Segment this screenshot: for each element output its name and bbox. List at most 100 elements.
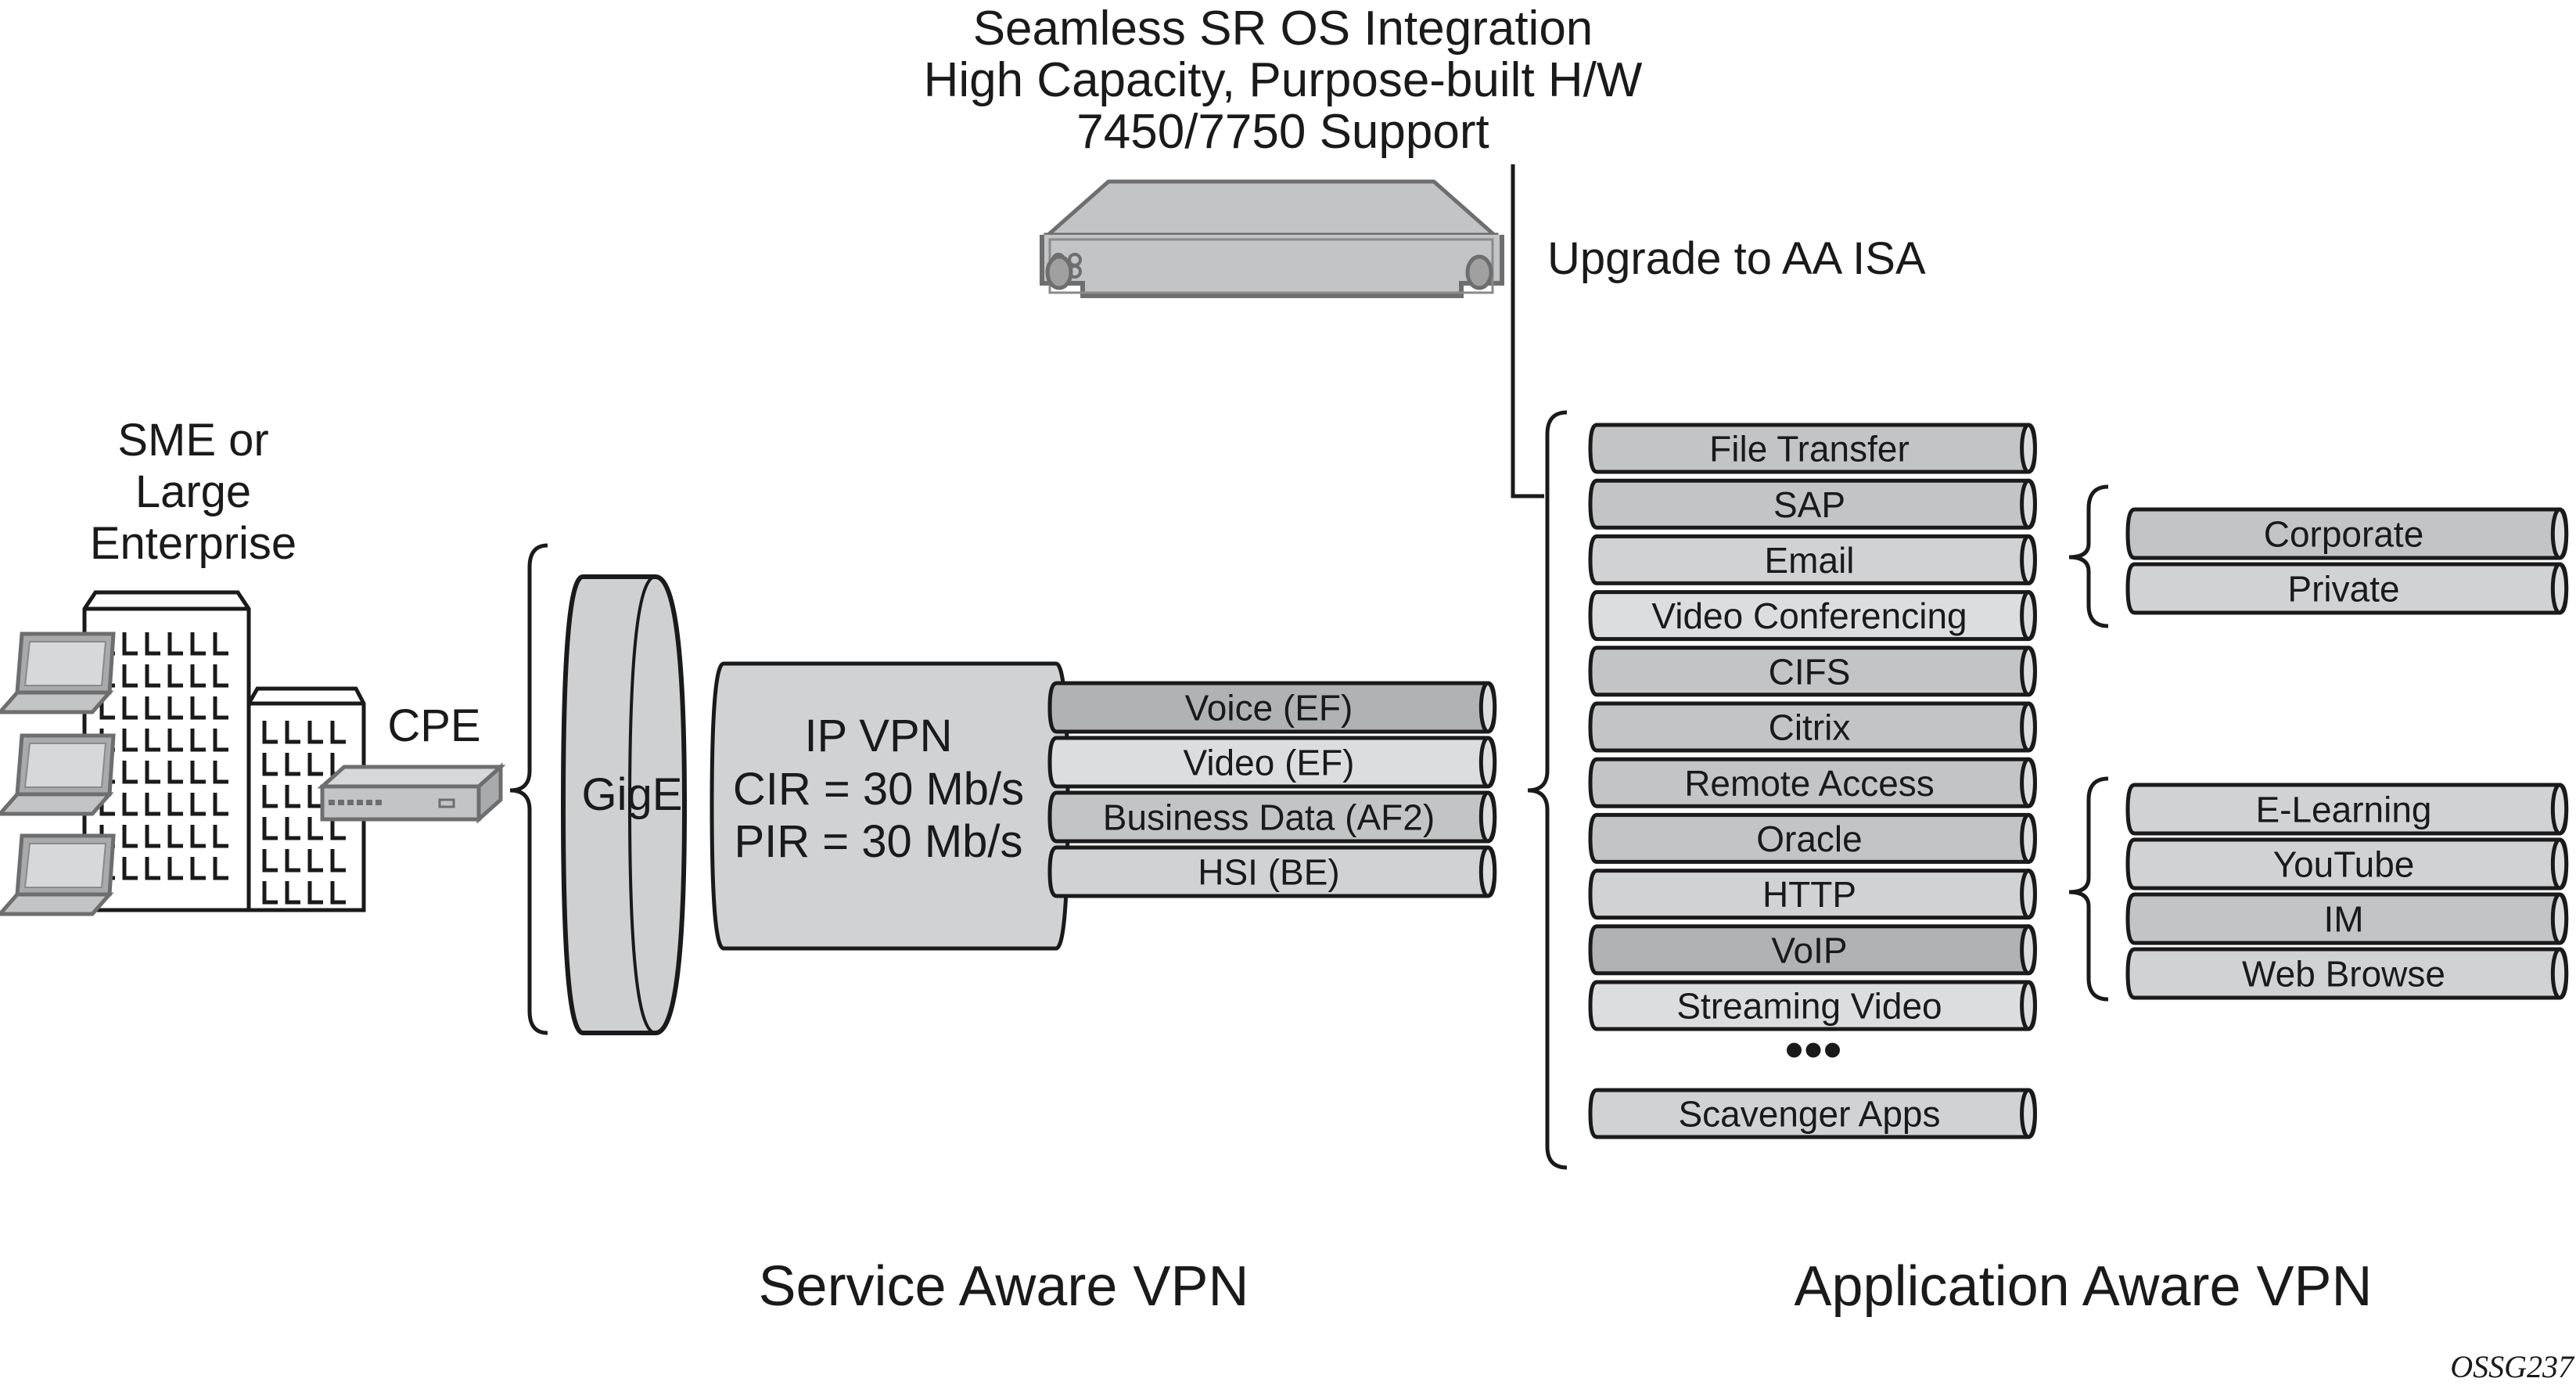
cpe-router-icon [317,762,506,824]
pipe-label: HTTP [1762,874,1856,915]
pipe-label: Citrix [1769,707,1851,748]
pipe-end [2020,534,2037,585]
email-subgroup-pipe: Corporate [2125,507,2569,560]
window [262,849,278,873]
pipe-end [1478,736,1497,789]
http-subgroup-bracket [2068,776,2109,1002]
window [167,729,183,752]
window [330,881,346,905]
gige-link-icon [560,574,688,1035]
pipe-end [2020,478,2037,530]
application-pipe: CIFS [1588,646,2037,697]
window [167,793,183,816]
header-line-1: Seamless SR OS Integration [973,2,1593,56]
pipe-label: IM [2323,899,2363,940]
window [285,881,300,905]
pipe-label: Streaming Video [1676,986,1942,1027]
window [262,817,278,840]
window [307,785,323,808]
window [307,849,323,873]
enterprise-line-2: Large [135,466,251,517]
window [213,761,228,784]
pipe-label: File Transfer [1709,429,1910,470]
window [262,881,278,905]
window [285,753,300,776]
window [213,729,228,752]
application-pipe: SAP [1588,478,2037,530]
window [307,817,323,840]
application-pipe: Citrix [1588,701,2037,753]
service-bracket [509,543,548,1035]
window [122,761,138,784]
window [190,761,206,784]
window [145,825,160,848]
pipe-end [2550,837,2569,891]
pipe-label: Voice (EF) [1185,688,1353,729]
pipe-end [2020,1088,2037,1139]
pipe-label: SAP [1773,484,1845,525]
pipe-label: Web Browse [2242,954,2445,995]
pipe-label: Corporate [2264,514,2424,555]
window [213,825,228,848]
window [285,721,300,744]
pipe-end [2020,423,2037,474]
window [285,817,300,840]
pipe-end [2020,757,2037,808]
window [122,729,138,752]
application-pipe: Streaming Video [1588,980,2037,1031]
pipe-end [2020,980,2037,1031]
application-aware-vpn-label: Application Aware VPN [1794,1255,2372,1318]
window [190,696,206,720]
pipe-label: Business Data (AF2) [1103,797,1435,838]
pipe-end [2550,783,2569,836]
pipe-end [2550,562,2569,615]
window [145,632,160,656]
pipe-end [1478,790,1497,844]
application-pipe: Video Conferencing [1588,590,2037,642]
pipe-label: Private [2287,569,2399,610]
window [285,785,300,808]
window [145,793,160,816]
service-class-pipe: Voice (EF) [1047,681,1497,734]
pipe-end [2020,701,2037,753]
window [190,632,206,656]
figure-id: OSSG237 [2450,1349,2575,1384]
window [307,721,323,744]
pipe-end [1478,845,1497,898]
window [190,729,206,752]
window [145,729,160,752]
service-class-pipe: Video (EF) [1047,736,1497,789]
http-subgroup-pipe: E-Learning [2125,783,2569,836]
window [122,825,138,848]
gige-label: GigE [582,769,683,820]
laptop-icons [0,632,116,916]
window [145,857,160,880]
window [213,857,228,880]
application-bracket [1527,410,1568,1170]
pipe-label: Oracle [1756,819,1862,859]
pipe-label: YouTube [2273,844,2415,885]
window [330,721,346,744]
application-pipe: VoIP [1588,924,2037,976]
service-class-pipes: Voice (EF) Video (EF) Business Data (AF2) H… [1047,681,1497,898]
pipe-label: Scavenger Apps [1678,1094,1940,1135]
laptop-icon [0,632,116,714]
application-pipe: Email [1588,534,2037,585]
email-subgroup-bracket [2068,484,2109,628]
window [145,761,160,784]
window [330,849,346,873]
laptop-icon [0,833,116,916]
window [167,857,183,880]
window [167,696,183,720]
ip-vpn-line-3: PIR = 30 Mb/s [734,816,1022,867]
pipe-end [2020,812,2037,864]
laptop-icon [0,733,116,816]
pipe-label: Video Conferencing [1651,596,1967,636]
pipe-label: Email [1764,540,1854,581]
window [213,696,228,720]
pipe-label: HSI (BE) [1198,852,1339,893]
